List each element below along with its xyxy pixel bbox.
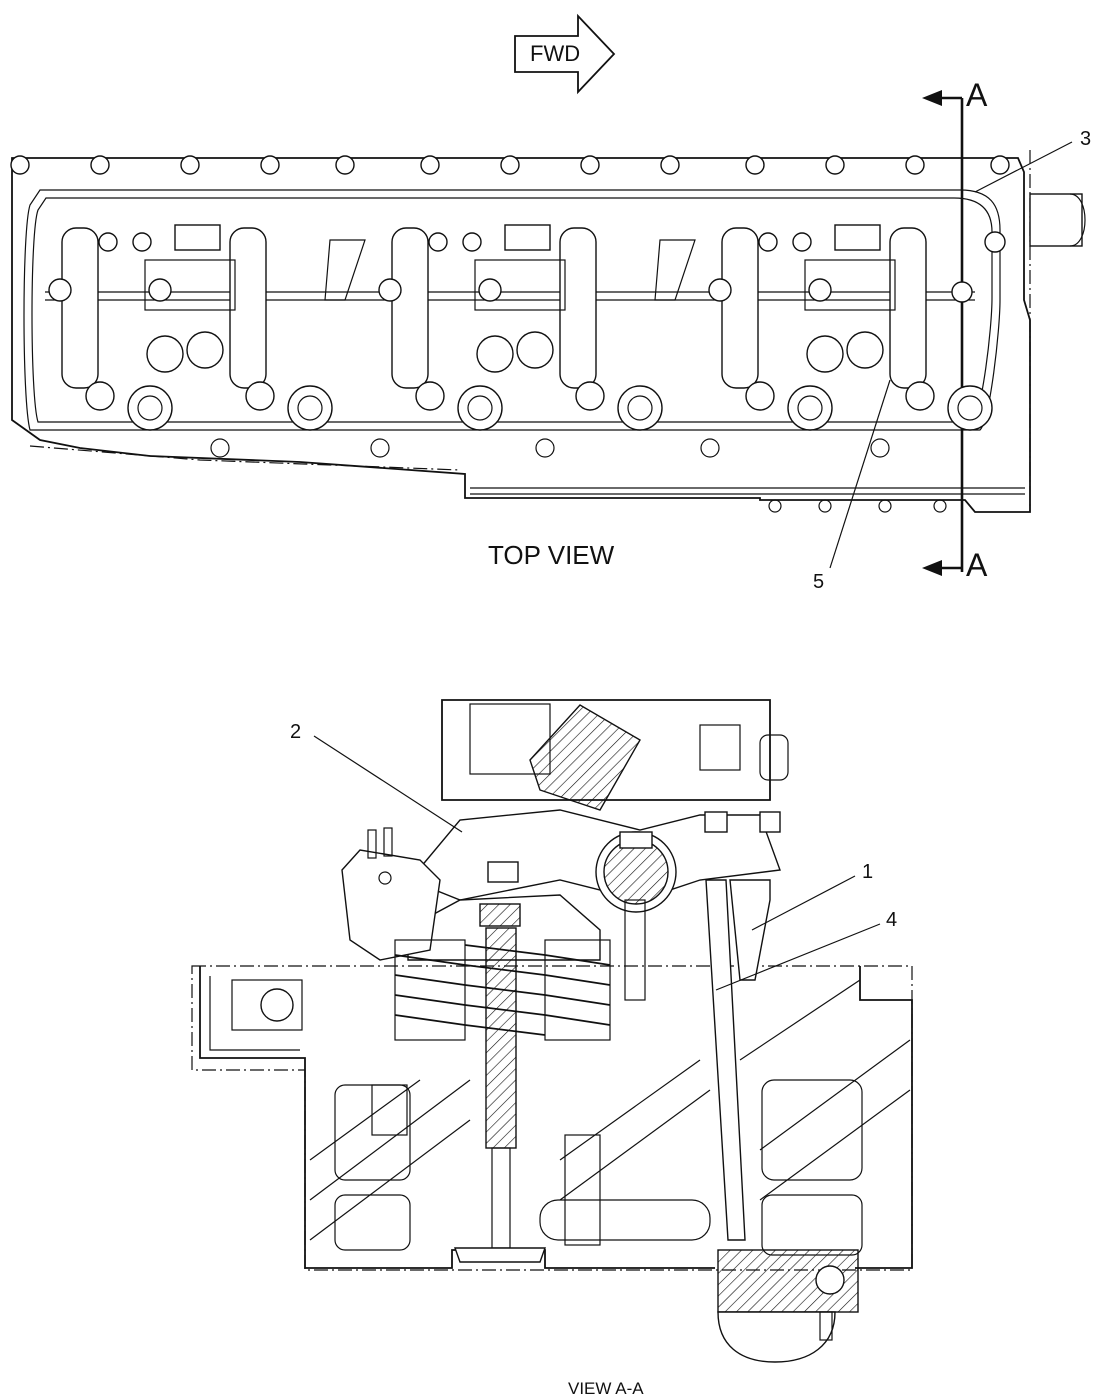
rocker-assemblies <box>48 224 993 431</box>
section-letter-top: A <box>966 77 988 113</box>
fwd-label: FWD <box>530 41 580 66</box>
section-view-label: VIEW A-A <box>568 1379 644 1398</box>
fwd-arrow-icon <box>514 13 616 95</box>
top-view-cylinder-head <box>10 150 1086 513</box>
leader-3 <box>974 141 1073 193</box>
callout-1: 1 <box>862 861 873 883</box>
section-line-a-a <box>922 90 964 576</box>
leader-4 <box>715 923 881 991</box>
top-bolt-bosses <box>10 155 1010 175</box>
section-view-a-a <box>191 699 913 1363</box>
callout-2: 2 <box>290 721 301 743</box>
leader-2 <box>313 735 463 833</box>
callout-4: 4 <box>886 909 897 931</box>
leader-5 <box>829 379 891 569</box>
section-letter-bottom: A <box>966 547 988 583</box>
leader-1 <box>751 875 856 931</box>
callout-5: 5 <box>813 571 824 593</box>
top-view-label: TOP VIEW <box>488 540 615 570</box>
callout-3: 3 <box>1080 128 1091 150</box>
